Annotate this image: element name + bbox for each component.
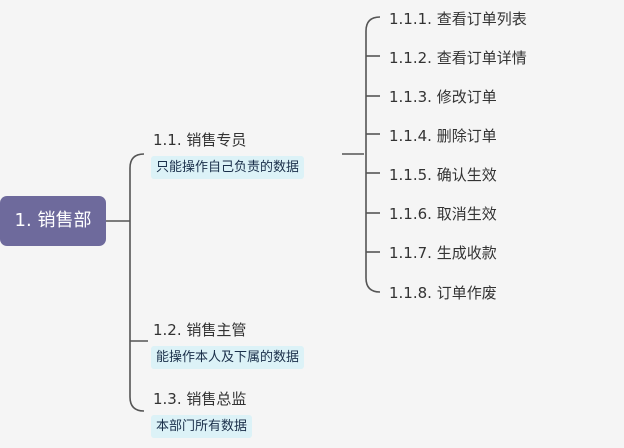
branch-sales-manager[interactable]: 1.2. 销售主管 bbox=[153, 321, 247, 339]
leaf-void-order[interactable]: 1.1.8. 订单作废 bbox=[389, 284, 497, 302]
note-sales-specialist: 只能操作自己负责的数据 bbox=[151, 156, 305, 179]
branch-sales-specialist[interactable]: 1.1. 销售专员 bbox=[153, 131, 247, 149]
leaf-delete-order[interactable]: 1.1.4. 删除订单 bbox=[389, 127, 497, 145]
leaf-generate-receipt[interactable]: 1.1.7. 生成收款 bbox=[389, 244, 497, 262]
note-sales-manager: 能操作本人及下属的数据 bbox=[151, 346, 305, 369]
note-sales-director: 本部门所有数据 bbox=[151, 415, 253, 438]
leaf-confirm-effective[interactable]: 1.1.5. 确认生效 bbox=[389, 166, 497, 184]
leaf-edit-order[interactable]: 1.1.3. 修改订单 bbox=[389, 88, 497, 106]
leaf-cancel-effective[interactable]: 1.1.6. 取消生效 bbox=[389, 205, 497, 223]
branch-sales-director[interactable]: 1.3. 销售总监 bbox=[153, 390, 247, 408]
root-node[interactable]: 1. 销售部 bbox=[0, 196, 106, 246]
connector-leaf-bracket bbox=[365, 16, 381, 293]
leaf-view-order-detail[interactable]: 1.1.2. 查看订单详情 bbox=[389, 49, 527, 67]
connector-level1-bracket bbox=[129, 153, 145, 412]
leaf-view-order-list[interactable]: 1.1.1. 查看订单列表 bbox=[389, 10, 527, 28]
